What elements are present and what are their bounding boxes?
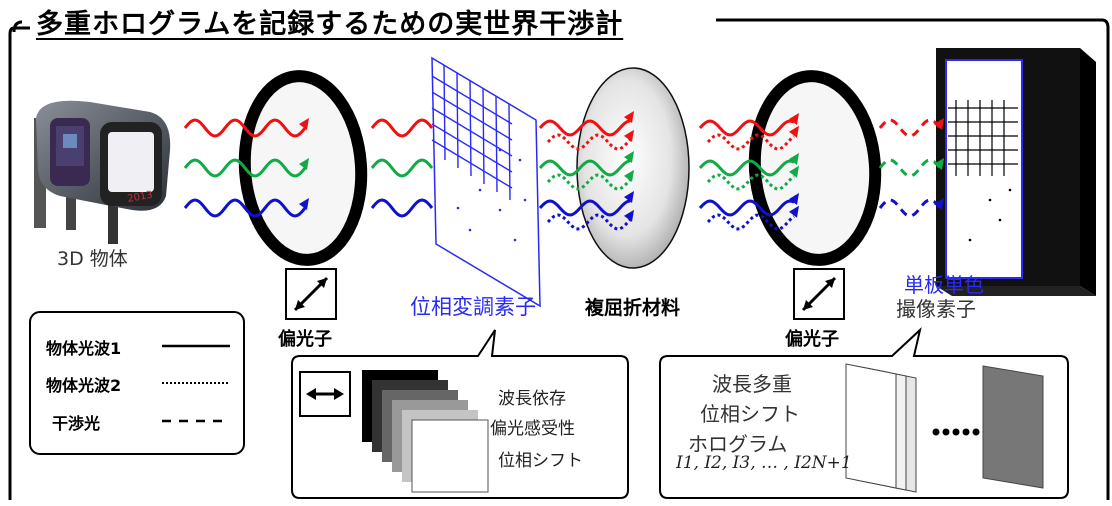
polarizer-right-ring <box>748 70 882 266</box>
callout-right-line1: 波長多重 <box>712 372 792 396</box>
polarization-diagonal-icon-right <box>793 268 845 320</box>
wave-red-seg3b <box>546 133 632 151</box>
legend-dotted-label: 物体光波2 <box>46 376 122 395</box>
diagram-title: 多重ホログラムを記録するための実世界干渉計 <box>30 2 630 41</box>
wave-blue-seg5 <box>878 198 942 218</box>
wave-blue-seg4a <box>698 199 795 217</box>
wave-red-seg4a-arrowhead <box>789 113 799 126</box>
birefringent-label: 複屈折材料 <box>585 297 681 319</box>
wave-red-seg4a <box>698 119 795 137</box>
bidirectional-arrow-icon <box>299 371 351 417</box>
grayscale-phase-stack <box>362 370 489 493</box>
wave-red-seg1-arrowhead <box>299 118 309 130</box>
wave-blue-seg3b <box>546 213 632 231</box>
wave-green-seg2 <box>370 158 434 178</box>
legend-box <box>29 311 245 455</box>
wave-green-seg4b <box>706 173 795 191</box>
light-waves <box>183 111 944 231</box>
wave-blue-seg4b-arrowhead <box>789 205 799 218</box>
wave-green-seg5 <box>878 158 942 178</box>
polarizer-left-ring <box>238 70 368 266</box>
wave-blue-seg4b <box>706 213 795 231</box>
object-label: 3D 物体 <box>57 248 128 270</box>
callout-right-line2: 位相シフト <box>700 402 800 426</box>
wave-red-seg5 <box>878 118 942 138</box>
slm-label: 位相変調素子 <box>410 295 536 319</box>
wave-red-seg4b-arrowhead <box>789 125 799 138</box>
slm-grid <box>431 64 513 201</box>
polarization-diagonal-icon-left <box>285 268 337 320</box>
wave-blue-seg3b-arrowhead <box>624 209 634 222</box>
slm-panel <box>431 56 541 308</box>
wave-red-seg5-arrowhead <box>934 118 944 130</box>
wave-green-seg4a-arrowhead <box>789 153 799 166</box>
wave-green-seg4b-arrowhead <box>789 165 799 178</box>
slm-dots <box>456 148 527 242</box>
wave-red-seg3a-arrowhead <box>624 111 634 123</box>
hologram-frames <box>845 363 1044 493</box>
wave-blue-seg1 <box>183 198 307 218</box>
wave-green-seg3a-arrowhead <box>624 151 634 163</box>
camera-sensor <box>936 48 1096 296</box>
outer-frame <box>8 26 30 500</box>
birefringent-lens <box>576 67 690 269</box>
wave-blue-seg2 <box>370 198 434 218</box>
wave-green-seg5-arrowhead <box>934 158 944 170</box>
sensor-grid <box>948 100 1018 176</box>
wave-green-seg4a <box>698 159 795 177</box>
wave-green-seg3b-arrowhead <box>624 169 634 182</box>
polarizer-right-label: 偏光子 <box>785 329 839 350</box>
wave-red-seg2 <box>370 118 434 138</box>
wave-green-seg3a <box>538 159 631 177</box>
hologram-index-text: I1, I2, I3, … , I2N+1 <box>676 453 852 473</box>
3d-object: 2013 <box>34 100 171 244</box>
wave-red-seg1 <box>183 118 307 138</box>
callout-left-line1: 波長依存 <box>498 389 566 409</box>
camera-label-line2: 撮像素子 <box>896 297 976 321</box>
callout-left-line3: 位相シフト <box>498 451 583 471</box>
wave-blue-seg4a-arrowhead <box>789 193 799 206</box>
callout-left-line2: 偏光感受性 <box>490 419 575 439</box>
callout-right-line3: ホログラム <box>688 432 788 456</box>
outer-frame-top <box>716 18 1110 500</box>
ellipsis-dots <box>932 428 980 436</box>
legend-solid-label: 物体光波1 <box>46 339 122 358</box>
wave-blue-seg3a <box>538 199 631 217</box>
wave-red-seg3b-arrowhead <box>624 129 634 142</box>
wave-green-seg1-arrowhead <box>299 158 309 170</box>
wave-red-seg3a <box>538 119 631 137</box>
polarizer-left-label: 偏光子 <box>278 329 332 350</box>
legend-dashed-label: 干渉光 <box>52 414 101 433</box>
wave-blue-seg1-arrowhead <box>299 198 309 210</box>
camera-label-line1: 単板単色 <box>904 273 984 297</box>
wave-green-seg1 <box>183 158 307 178</box>
svg-text:2013: 2013 <box>127 190 154 205</box>
wave-green-seg3b <box>546 173 632 191</box>
wave-red-seg4b <box>706 133 795 151</box>
wave-blue-seg3a-arrowhead <box>624 191 634 203</box>
wave-blue-seg5-arrowhead <box>934 198 944 210</box>
